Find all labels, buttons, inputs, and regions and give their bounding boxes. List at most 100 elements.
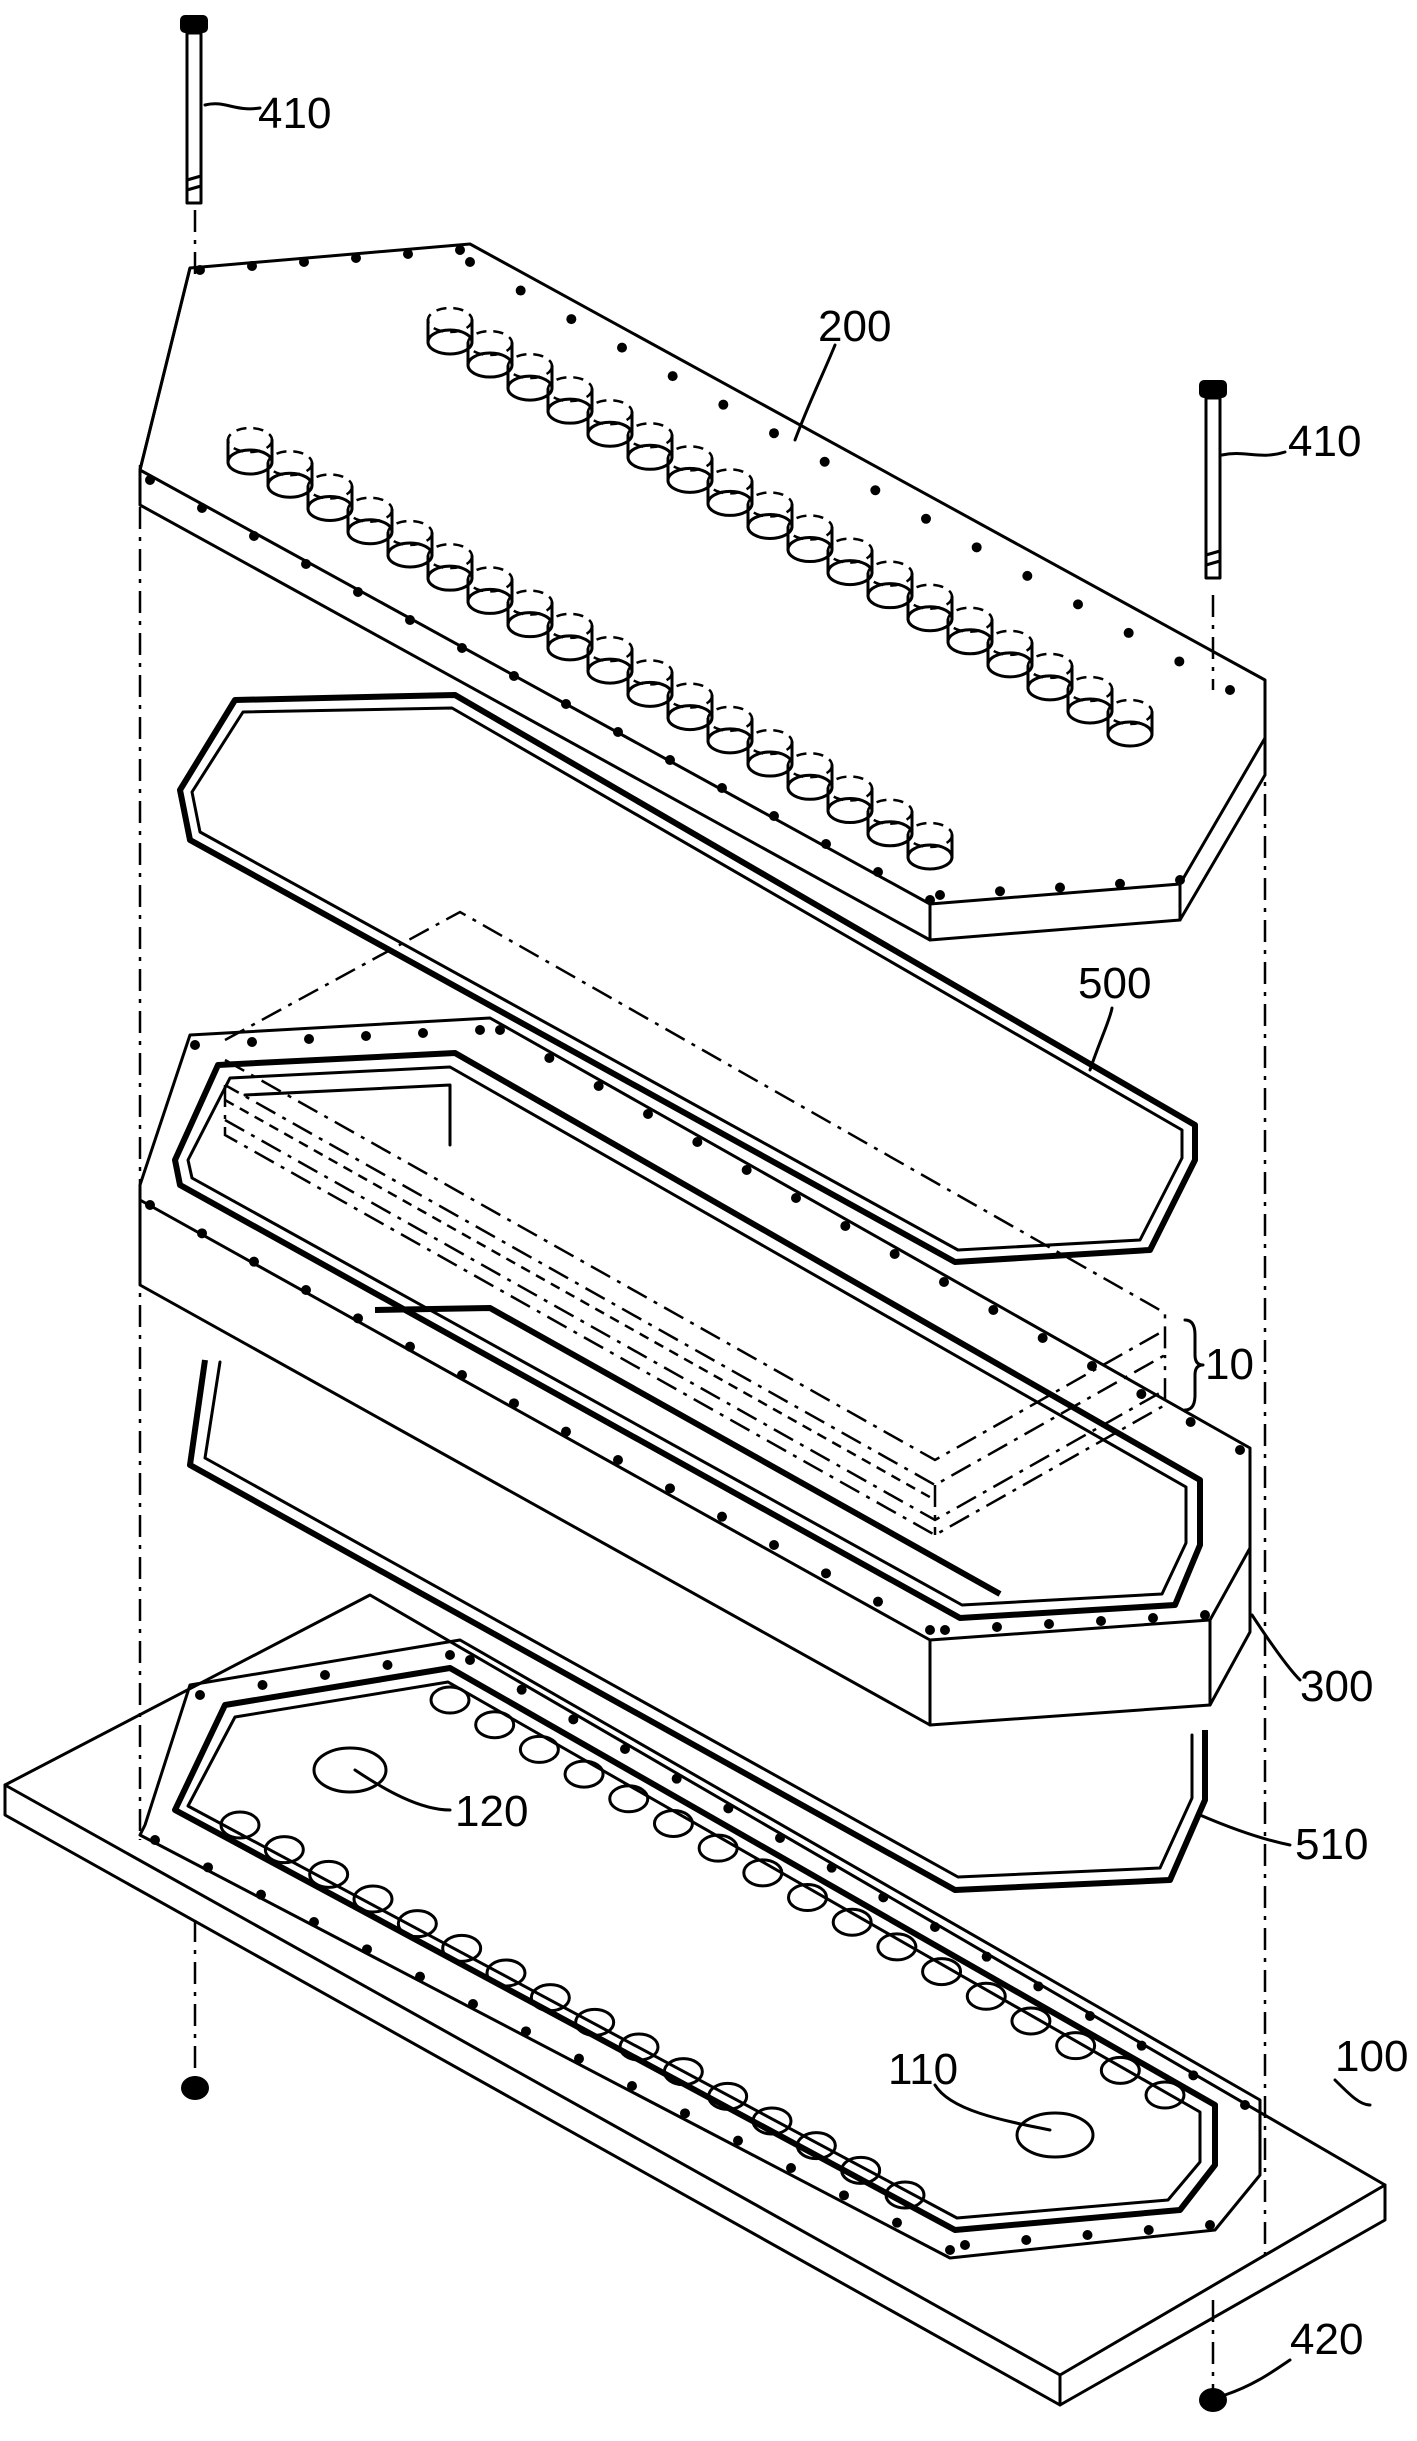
bolt-hole <box>1115 878 1125 889</box>
opening <box>831 1907 873 1937</box>
boss-top <box>706 468 754 495</box>
boss-bottom <box>586 420 634 448</box>
boss-top <box>666 682 714 709</box>
label-410-top-right: 410 <box>1288 417 1362 466</box>
opening <box>219 1810 261 1840</box>
bolt-hole <box>921 513 931 524</box>
bolt-hole <box>819 456 830 467</box>
bolt-hole <box>1044 1619 1054 1629</box>
opening <box>308 1859 350 1889</box>
opening <box>529 1983 571 2013</box>
boss-bottom <box>866 582 914 610</box>
bolt-hole <box>145 475 155 485</box>
boss-top <box>466 329 514 357</box>
boss-bottom <box>586 657 634 685</box>
bolt-hole <box>1143 2225 1154 2235</box>
bolt-hole <box>617 342 627 353</box>
alignment-lines <box>138 210 1267 2395</box>
bolt-hole <box>593 1081 604 1091</box>
boss-top <box>626 659 674 686</box>
upper-plate-bolt-holes <box>145 245 1235 905</box>
bolt-hole <box>257 1680 268 1690</box>
opening <box>429 1685 471 1715</box>
bolt-hole <box>821 1568 831 1579</box>
opening <box>396 1909 438 1939</box>
boss-top <box>226 426 274 454</box>
bolt-hole <box>945 2245 955 2255</box>
label-420: 420 <box>1290 2315 1364 2364</box>
upper-plate-bosses <box>226 306 1154 871</box>
bolt-hole <box>509 1398 519 1409</box>
opening <box>840 2155 882 2185</box>
bolt-hole <box>516 1684 527 1695</box>
boss-bottom <box>226 448 274 476</box>
bolt-hole <box>468 1999 478 2009</box>
bolt-hole <box>717 1511 727 1522</box>
leader-410-right <box>1220 450 1287 457</box>
bolt-410-left <box>180 15 208 205</box>
bolt-hole <box>925 895 935 905</box>
boss-top <box>826 775 874 802</box>
bolt-hole <box>455 245 465 255</box>
bolt-hole <box>643 1109 653 1119</box>
boss-bottom <box>786 536 834 564</box>
bolt-hole <box>1185 1417 1196 1427</box>
bolt-hole <box>309 1917 319 1927</box>
opening <box>697 1833 739 1863</box>
bolt-hole <box>249 1256 259 1267</box>
opening <box>707 2081 749 2111</box>
boss-bottom <box>426 564 474 592</box>
bolt-hole <box>1136 1389 1147 1399</box>
bolt-hole <box>873 867 883 877</box>
boss-bottom <box>666 704 714 732</box>
bolt-hole <box>939 1277 949 1287</box>
boss-bottom <box>986 651 1034 679</box>
boss-top <box>906 583 954 610</box>
bolt-hole <box>1073 599 1083 610</box>
bolt-hole <box>1037 1333 1048 1343</box>
boss-top <box>426 542 474 570</box>
bolt-hole <box>403 249 413 259</box>
bolt-hole <box>475 1025 485 1035</box>
bolt-hole <box>723 1803 734 1814</box>
label-500: 500 <box>1078 959 1152 1008</box>
bolt-hole <box>718 399 729 410</box>
base-plate-openings <box>219 1685 1186 2210</box>
bolt-hole <box>992 1622 1002 1632</box>
opening <box>518 1734 560 1764</box>
label-510: 510 <box>1295 1820 1369 1869</box>
bolt-hole <box>826 1862 837 1873</box>
boss-bottom <box>266 471 314 499</box>
boss-bottom <box>906 605 954 633</box>
opening <box>474 1710 516 1740</box>
bolt-hole <box>940 1625 950 1635</box>
lower-gasket-510 <box>187 1305 1208 1893</box>
bolt-hole <box>465 1655 475 1665</box>
opening <box>921 1957 963 1987</box>
bolt-hole <box>870 485 881 496</box>
bolt-hole <box>362 1944 372 1955</box>
bolt-hole <box>1123 627 1134 638</box>
bolt-hole <box>1085 2011 1095 2021</box>
bolt-hole <box>995 886 1005 897</box>
bolt-hole <box>1235 1445 1245 1455</box>
opening <box>352 1884 394 1914</box>
bolt-hole <box>613 1455 623 1465</box>
bolt-hole <box>515 285 526 296</box>
bolt-hole <box>405 1341 415 1352</box>
bolt-410-right <box>1199 380 1227 580</box>
bolt-hole <box>1225 685 1235 695</box>
boss-bottom <box>906 843 954 871</box>
opening <box>608 1784 650 1814</box>
bolt-hole <box>320 1670 330 1680</box>
boss-top <box>986 629 1034 657</box>
bolt-hole <box>197 1228 207 1239</box>
bolt-hole <box>457 1370 467 1380</box>
bolt-hole <box>1087 1361 1097 1371</box>
boss-bottom <box>346 518 394 546</box>
bolt-hole <box>971 542 982 553</box>
boss-bottom <box>506 611 554 639</box>
label-200: 200 <box>818 302 892 351</box>
